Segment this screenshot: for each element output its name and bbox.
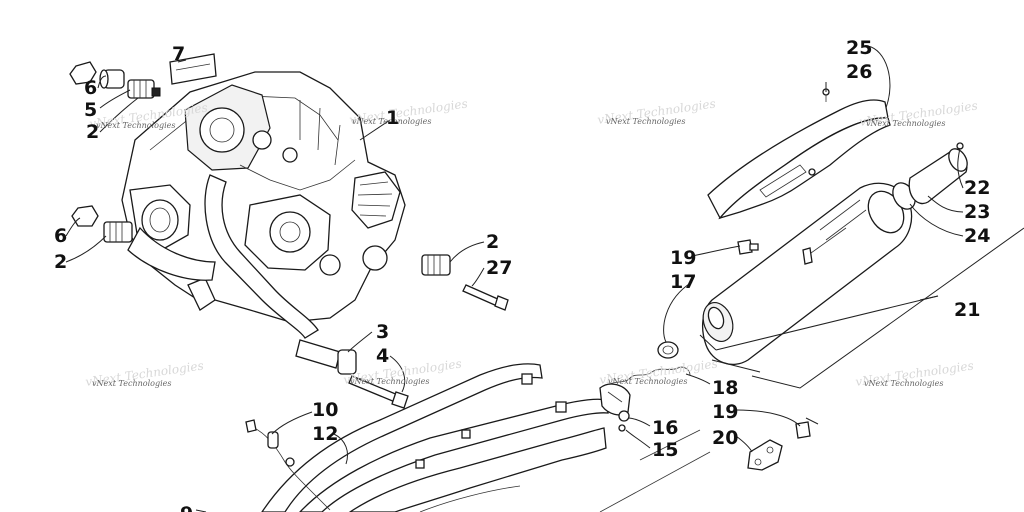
callout-12: 12	[312, 423, 338, 445]
part-10-12-sensor-wire	[245, 419, 331, 511]
part-16-15-fastener	[618, 410, 630, 432]
callout-16: 16	[652, 417, 678, 439]
part-3-mount-front	[295, 339, 357, 375]
callout-19-upper: 19	[670, 247, 696, 269]
part-2-mount-right	[421, 254, 451, 276]
callout-22: 22	[964, 177, 990, 199]
callout-26: 26	[846, 61, 872, 83]
leader-lines	[65, 45, 1024, 512]
watermark-1: vNext Technologies	[96, 121, 175, 130]
part-19-grommet-upper	[737, 239, 759, 255]
callout-1: 1	[386, 107, 399, 129]
watermark-8: vNext Technologies	[864, 379, 943, 388]
frame-tubes	[261, 363, 711, 512]
callout-7: 7	[172, 43, 185, 65]
part-17-gasket	[657, 341, 679, 359]
callout-numbers: 7 6 5 2 1 6 2 2 27 3 4 10 12 9 25 26 22 …	[54, 37, 990, 512]
callout-23: 23	[964, 201, 990, 223]
watermark-4: vNext Technologies	[866, 119, 945, 128]
callout-17: 17	[670, 271, 696, 293]
watermark-7: vNext Technologies	[608, 377, 687, 386]
callout-2-lower: 2	[54, 251, 67, 273]
part-6-nut-lower	[71, 205, 99, 227]
part-5-bushing	[99, 69, 125, 89]
engine-assembly	[121, 71, 406, 339]
callout-19-lower: 19	[712, 401, 738, 423]
exhaust-inlet-flange	[599, 383, 631, 416]
callout-2-right: 2	[486, 231, 499, 253]
callout-10: 10	[312, 399, 338, 421]
callout-5: 5	[84, 99, 97, 121]
part-6-nut-upper	[69, 61, 97, 85]
callout-24: 24	[964, 225, 990, 247]
callout-15: 15	[652, 439, 678, 461]
part-2-mount-lower	[103, 221, 133, 243]
callout-18: 18	[712, 377, 738, 399]
part-20-bracket	[747, 439, 783, 471]
callout-20: 20	[712, 427, 738, 449]
callout-3: 3	[376, 321, 389, 343]
callout-2-upper: 2	[86, 121, 99, 143]
part-25-heat-shield	[707, 99, 891, 220]
callout-6-lower: 6	[54, 225, 67, 247]
callout-4: 4	[376, 345, 389, 367]
part-4-bolt-front	[348, 375, 409, 409]
part-27-bolt	[462, 284, 509, 311]
callout-6-upper: 6	[84, 77, 97, 99]
part-23-tailpipe	[908, 148, 968, 205]
callout-9: 9	[180, 503, 193, 512]
watermark-5: vNext Technologies	[92, 379, 171, 388]
part-2-mount-upper	[127, 79, 161, 99]
watermark-3: vNext Technologies	[606, 117, 685, 126]
muffler-assembly	[701, 182, 913, 365]
callout-27: 27	[486, 257, 512, 279]
callout-21: 21	[954, 299, 980, 321]
callout-25: 25	[846, 37, 872, 59]
watermark-2: vNext Technologies	[352, 117, 431, 126]
watermark-6: vNext Technologies	[350, 377, 429, 386]
part-18-spring	[605, 366, 691, 387]
